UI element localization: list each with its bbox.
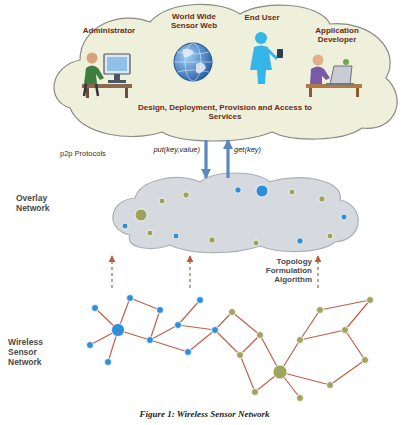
sensor-node <box>175 322 182 329</box>
developer-icon <box>306 55 362 98</box>
cloud-outline <box>54 4 397 141</box>
globe-icon <box>182 48 206 73</box>
overlay-peer <box>256 185 268 197</box>
sensor-node <box>237 352 244 359</box>
cloud-outline <box>12 178 368 256</box>
sensor-node <box>112 324 125 337</box>
sensor-node <box>157 307 164 314</box>
administrator-icon <box>107 57 127 71</box>
sensor-node <box>362 357 369 364</box>
sensor-node <box>327 382 334 389</box>
node-label: Application Developer <box>302 26 372 44</box>
node-label: Administrator <box>72 26 146 35</box>
globe-icon <box>174 43 212 81</box>
sensor-node <box>252 389 259 396</box>
sensor-node <box>87 342 94 349</box>
end-user-icon <box>250 32 283 84</box>
globe-icon <box>174 43 212 81</box>
developer-icon <box>343 59 349 65</box>
edge-label: get(key) <box>234 146 261 155</box>
node-label: End User <box>234 13 290 22</box>
overlay-peer <box>253 240 259 246</box>
sensor-link <box>90 298 370 398</box>
overlay-peer <box>289 189 295 195</box>
overlay-peer <box>209 237 215 243</box>
sensor-node <box>212 327 219 334</box>
connector <box>204 140 207 178</box>
overlay-peer <box>341 214 347 220</box>
administrator-icon <box>87 53 98 64</box>
overlay-peer <box>297 238 303 244</box>
sensor-node <box>342 327 349 334</box>
sensor-node <box>147 337 154 344</box>
actor-label: Application Developer <box>302 26 372 44</box>
sensor-node <box>87 295 374 402</box>
connector <box>226 140 229 178</box>
overlay-peer <box>235 187 241 193</box>
connector <box>317 256 318 288</box>
developer-icon <box>309 88 312 97</box>
developer-icon <box>310 67 330 85</box>
edge-label: Topology Formulation Algorithm <box>252 257 312 285</box>
sensor-node <box>105 359 112 366</box>
developer-icon <box>330 66 352 84</box>
actor-label: Administrator <box>72 26 146 35</box>
administrator-icon <box>108 80 126 83</box>
actor-label: End User <box>234 13 290 22</box>
administrator-icon <box>86 88 89 98</box>
administrator-icon <box>125 88 128 98</box>
sensor-node <box>92 305 99 312</box>
sensor-node <box>317 307 324 314</box>
node-label: World Wide Sensor Web <box>158 12 230 30</box>
overlay-peer <box>159 198 165 204</box>
administrator-icon <box>84 66 104 85</box>
developer-icon <box>306 84 362 88</box>
node-label: Overlay Network <box>16 194 78 214</box>
developer-icon <box>356 88 359 97</box>
sensor-node <box>297 337 304 344</box>
overlay-peer <box>147 230 153 236</box>
administrator-icon <box>82 53 132 99</box>
overlay-network: Overlay Network <box>12 178 368 256</box>
connector <box>189 256 190 288</box>
overlay-peer <box>173 233 179 239</box>
administrator-icon <box>104 54 130 74</box>
developer-icon <box>326 83 354 85</box>
administrator-icon <box>82 84 132 88</box>
sensor-node <box>297 395 304 402</box>
protocol-label: p2p Protocols <box>60 150 106 159</box>
node-label: Design, Deployment, Provision and Access… <box>125 103 325 121</box>
overlay-peer <box>122 185 347 246</box>
administrator-icon <box>84 84 98 96</box>
sensor-node <box>197 297 204 304</box>
sensor-node <box>185 349 192 356</box>
globe-icon <box>174 62 212 63</box>
end-user-icon <box>277 49 283 58</box>
sensor-node <box>257 332 264 339</box>
overlay-peer <box>135 209 147 221</box>
actor-label: World Wide Sensor Web <box>158 12 230 30</box>
cloud-outline <box>113 173 358 253</box>
node-label: Wireless Sensor Network <box>8 338 64 367</box>
overlay-peer <box>319 196 325 202</box>
sensor-link <box>90 298 370 398</box>
end-user-icon <box>255 32 267 44</box>
sensor-node <box>229 309 236 316</box>
overlay-peer <box>183 192 189 198</box>
administrator-icon <box>114 74 120 80</box>
sensor-node <box>367 297 374 304</box>
sensor-node <box>273 365 287 379</box>
edge-label: put(key,value) <box>153 146 200 155</box>
overlay-peer <box>327 233 333 239</box>
developer-icon <box>313 55 324 66</box>
sensor-node <box>127 295 134 302</box>
connector <box>111 256 112 288</box>
overlay-peer <box>122 223 128 229</box>
figure-caption: Figure 1: Wireless Sensor Network <box>0 409 409 419</box>
